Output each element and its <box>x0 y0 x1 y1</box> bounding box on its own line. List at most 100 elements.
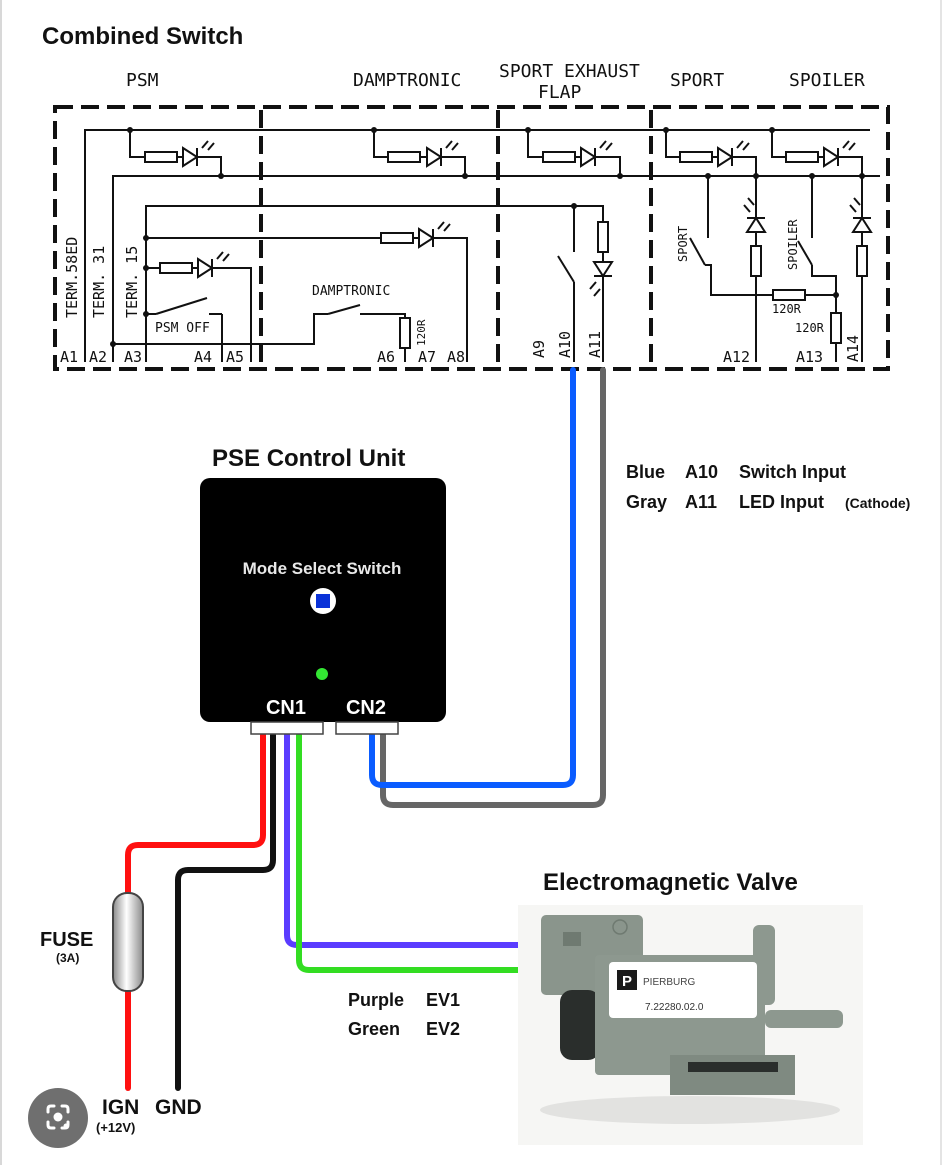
led-diode-icon <box>580 140 613 168</box>
fuse-body <box>112 892 144 992</box>
combined-switch-enclosure <box>53 105 890 371</box>
ign-voltage-label: (+12V) <box>96 1120 135 1135</box>
pin-a7: A7 <box>418 348 436 366</box>
led-diode-icon <box>418 221 451 249</box>
pin-a3: A3 <box>124 348 142 366</box>
led-diode-icon <box>743 197 767 233</box>
wire <box>838 156 863 176</box>
pin-a4: A4 <box>194 348 212 366</box>
junction <box>617 173 623 179</box>
resistor <box>380 232 414 244</box>
wire <box>373 130 388 158</box>
section-sport-exhaust-label: SPORT EXHAUST <box>499 61 640 82</box>
valve-connector-latch <box>563 932 581 946</box>
cn2-connector <box>335 721 399 735</box>
legend-blue-color: Blue <box>626 462 665 482</box>
junction <box>143 235 149 241</box>
exhaust-switch <box>557 255 575 283</box>
junction <box>769 127 775 133</box>
sport-switch-label: SPORT <box>676 226 690 262</box>
section-sport-label: SPORT <box>670 70 724 91</box>
resistor <box>772 289 806 301</box>
resistor <box>679 151 713 163</box>
wire <box>360 313 406 318</box>
valve-nozzle-top <box>753 925 775 1005</box>
resistor <box>785 151 819 163</box>
wires <box>125 367 606 1091</box>
psm-off-label: PSM OFF <box>155 321 210 336</box>
mode-select-button[interactable] <box>316 594 330 608</box>
legend-purple-signal: EV1 <box>426 990 460 1010</box>
term-15-label: TERM. 15 <box>123 246 141 318</box>
status-led <box>316 668 328 680</box>
control-unit-title: PSE Control Unit <box>212 445 405 472</box>
valve-shadow <box>540 1096 840 1124</box>
valve-part-number: 7.22280.02.0 <box>645 1002 704 1013</box>
wire <box>527 130 543 158</box>
led-diode-icon <box>197 251 230 279</box>
legend-gray-function: LED Input <box>739 492 824 512</box>
mode-select-label: Mode Select Switch <box>243 559 402 578</box>
junction <box>143 311 149 317</box>
junction <box>663 127 669 133</box>
junction <box>110 341 116 347</box>
control-unit-box: Mode Select Switch CN1 CN2 <box>200 478 446 735</box>
wire <box>732 156 757 176</box>
pierburg-logo-letter: P <box>622 973 632 990</box>
resistor-label-damptronic: 120R <box>415 319 428 346</box>
section-psm-label: PSM <box>126 70 159 91</box>
spoiler-switch <box>797 240 813 266</box>
valve-label-sticker <box>609 962 757 1018</box>
pin-labels: A1 A2 A3 A4 A5 A6 A7 A8 A9 A10 A11 A12 A… <box>60 331 862 366</box>
led-diode-icon <box>823 140 856 168</box>
wire <box>705 264 773 296</box>
wire <box>212 267 252 362</box>
spoiler-switch-label: SPOILER <box>786 219 800 270</box>
led-diode-icon <box>589 261 614 297</box>
legend-gray-pin: A11 <box>685 492 717 512</box>
resistor <box>597 221 609 253</box>
terminal-labels: TERM.58ED TERM. 31 TERM. 15 <box>63 237 141 318</box>
term-31-label: TERM. 31 <box>90 246 108 318</box>
bus-term31 <box>112 175 880 362</box>
section-labels: PSM DAMPTRONIC SPORT EXHAUST FLAP SPORT … <box>126 61 865 103</box>
pin-a14: A14 <box>844 335 862 362</box>
valve-title: Electromagnetic Valve <box>543 869 798 896</box>
cn1-legend: Purple EV1 Green EV2 <box>348 990 460 1039</box>
combined-switch-title: Combined Switch <box>42 23 243 50</box>
legend-gray-color: Gray <box>626 492 667 512</box>
resistor <box>750 245 762 277</box>
bus-term58 <box>84 129 870 362</box>
pin-a1: A1 <box>60 348 78 366</box>
led-diode-icon <box>717 140 750 168</box>
google-lens-button[interactable] <box>28 1088 88 1148</box>
legend-green-signal: EV2 <box>426 1019 460 1039</box>
wire-purple-ev1 <box>284 732 548 948</box>
resistor-label-spoiler: 120R <box>795 321 825 335</box>
wire <box>771 130 786 158</box>
junction <box>462 173 468 179</box>
left-frame-edge <box>0 0 2 1165</box>
resistor-label-sport: 120R <box>772 302 802 316</box>
junction <box>525 127 531 133</box>
wire-gray-a11 <box>380 367 606 808</box>
valve-nozzle-side <box>765 1010 843 1028</box>
switch-circuit <box>84 127 880 362</box>
legend-green-color: Green <box>348 1019 400 1039</box>
wire-blue-a10 <box>369 367 576 788</box>
wire <box>574 205 604 222</box>
wire-green-ev2 <box>296 732 548 973</box>
pin-a6: A6 <box>377 348 395 366</box>
pin-a8: A8 <box>447 348 465 366</box>
legend-blue-pin: A10 <box>685 462 718 482</box>
cn1-label: CN1 <box>266 697 306 719</box>
legend-blue-function: Switch Input <box>739 462 846 482</box>
led-diode-icon <box>426 140 459 168</box>
wire <box>441 156 466 176</box>
fuse-rating: (3A) <box>56 951 79 965</box>
junction <box>127 127 133 133</box>
right-frame-edge <box>940 0 942 1165</box>
valve-image: P PIERBURG 7.22280.02.0 <box>518 905 863 1145</box>
cn2-legend: Blue A10 Switch Input Gray A11 LED Input… <box>626 462 910 512</box>
